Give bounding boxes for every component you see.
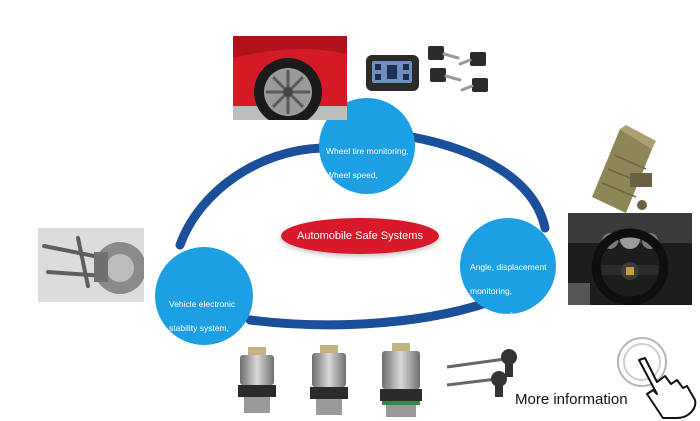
node-vehicle-text: Vehicle electronic stability system, Oil…: [169, 299, 242, 381]
node-vehicle-circle: [155, 247, 253, 345]
more-information-link[interactable]: More information: [515, 391, 628, 408]
tpms-sensors: [428, 46, 488, 92]
speed-sensor-cables: [446, 349, 517, 397]
suspension-photo: [38, 228, 144, 302]
pressure-sensors: [238, 343, 422, 417]
tire-photo: [233, 36, 347, 120]
node-angle-circle: [460, 218, 556, 314]
steering-wheel-photo: [568, 213, 692, 305]
hand-pointer-icon[interactable]: [615, 332, 700, 421]
center-label: Automobile Safe Systems: [281, 218, 439, 254]
tpms-monitor: [366, 55, 419, 91]
node-wheel-text: Wheel tire monitoring, Wheel speed, Tire…: [326, 146, 409, 204]
gas-pedal-photo: [592, 125, 656, 213]
